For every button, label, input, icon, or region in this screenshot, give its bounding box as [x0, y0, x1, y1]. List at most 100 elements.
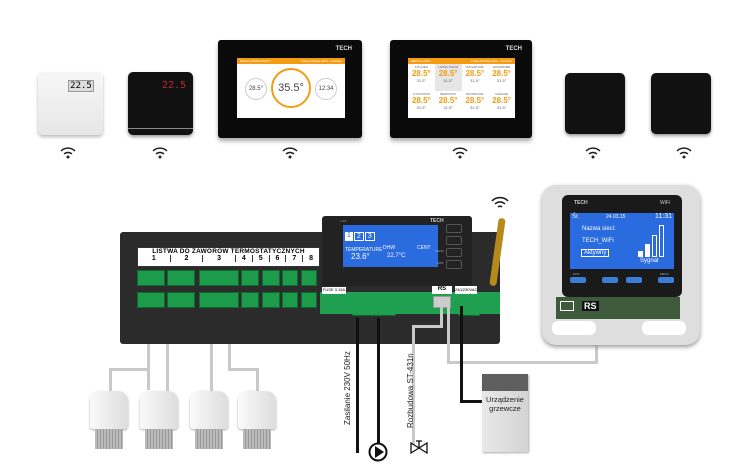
wireless-icon — [585, 146, 601, 165]
exit-button[interactable]: EXIT — [570, 272, 586, 283]
day: Śr. — [572, 214, 580, 220]
logo: TECH — [335, 46, 352, 52]
wifi-module: TECH WiFi Śr. 24.03.15 11:31 Nazwa sieci… — [542, 185, 700, 345]
menu-button[interactable]: MENU — [658, 272, 674, 283]
dhw-value: 22.7°C — [387, 253, 406, 259]
terminal-block[interactable] — [199, 270, 239, 286]
zone-temp: 28.5° — [465, 69, 485, 78]
io-label: 240/230VAC — [455, 286, 478, 294]
zone-temp: 28.5° — [492, 96, 512, 105]
zone-setpoint: 31.5° — [496, 105, 507, 110]
up-button[interactable] — [602, 277, 618, 283]
logo: TECH — [574, 200, 588, 206]
thermostatic-actuator — [90, 391, 128, 449]
zone-name: GYM ROOM — [412, 92, 430, 96]
tab: 1 — [345, 232, 353, 241]
model-label: L-X1 — [340, 219, 347, 223]
rs-label: RS — [582, 301, 599, 311]
terminal-block[interactable] — [262, 292, 280, 308]
network-label: Nazwa sieci: — [582, 226, 616, 232]
thermostatic-actuator — [140, 391, 178, 449]
thermostatic-actuator — [190, 391, 228, 449]
strip-title: LISTWA DO ZAWORÓW TERMOSTATYCZNYCH — [152, 248, 305, 255]
network-name: TECH_WiFi — [582, 238, 614, 244]
terminal-block[interactable] — [282, 270, 298, 286]
black-sensor-1 — [565, 73, 625, 134]
heating-device: Urządzenie grzewcze — [482, 374, 528, 452]
zone-setpoint: 31.5° — [443, 78, 453, 83]
terminal-block[interactable] — [241, 270, 259, 286]
status-badge: Aktywny — [581, 249, 610, 257]
heater-label: Urządzenie grzewcze — [486, 395, 524, 413]
usb-port[interactable] — [560, 301, 574, 311]
thermostat-display: 22.5 — [162, 80, 187, 91]
temp-circle: 28.5° — [245, 78, 267, 100]
terminal-block[interactable] — [137, 270, 165, 286]
zone-name: BATHROOM — [466, 92, 484, 96]
terminal-block[interactable] — [167, 292, 195, 308]
down-button[interactable] — [626, 277, 642, 283]
zone-setpoint: 31.5° — [470, 105, 480, 110]
terminal-block[interactable] — [167, 270, 195, 286]
zone-name: WARDROBE — [492, 65, 511, 69]
date: Friday 08 May 2024 - 13:25pm — [471, 59, 512, 63]
menu-label: MENU — [411, 59, 420, 63]
exit-label: EXIT — [437, 261, 444, 265]
signal-bars-icon — [638, 223, 664, 257]
white-thermostat: 22.5 — [38, 72, 103, 135]
zone-temp: 28.5° — [411, 69, 431, 78]
expansion-label: Rozbudowa ST-431n — [406, 353, 415, 428]
terminal-block[interactable] — [137, 292, 165, 308]
zone-temp: 28.5° — [492, 69, 512, 78]
fuse-label: FUSE 3.15A — [322, 287, 346, 294]
zone-number: 6 — [268, 255, 286, 262]
terminal-block[interactable] — [301, 292, 317, 308]
wireless-icon — [452, 146, 468, 165]
tab: 2 — [353, 232, 364, 241]
wifi-logo: WiFi — [660, 200, 670, 206]
zone-name: BATHROOM — [466, 65, 484, 69]
thermostatic-actuator — [238, 391, 276, 449]
black-sensor-2 — [651, 73, 711, 134]
up-button[interactable] — [446, 224, 462, 233]
controller: TECH L-X1 1 2 3 TEMPERATURE 23.6° DHW 22… — [322, 216, 472, 286]
zone-number: 5 — [251, 255, 269, 262]
zone-name: KITCHEN — [414, 65, 428, 69]
zone-name: GARAGE — [495, 92, 509, 96]
menu-button[interactable]: MENU — [435, 248, 462, 257]
menu-label: MENU — [240, 59, 249, 63]
terminal-block[interactable] — [262, 270, 280, 286]
temp-value: 23.6° — [351, 252, 370, 261]
terminal-block[interactable] — [199, 292, 239, 308]
exit-button[interactable]: EXIT — [437, 260, 462, 269]
terminal-block[interactable] — [282, 292, 298, 308]
cent-label: CENT — [417, 245, 431, 251]
pump-icon — [368, 442, 388, 467]
terminal-block[interactable] — [241, 292, 259, 308]
power-label: Zasilanie 230V 50Hz — [343, 351, 352, 425]
zone-setpoint: 31.5° — [470, 78, 480, 83]
down-button[interactable] — [446, 236, 462, 245]
exit-label: EXIT — [573, 272, 580, 276]
terminal-block[interactable] — [301, 270, 317, 286]
zone-number: 4 — [234, 255, 252, 262]
clock-circle: 12:34 — [315, 78, 337, 100]
rs-label: RS — [432, 286, 452, 294]
wifi-module-display: Śr. 24.03.15 11:31 Nazwa sieci: TECH_WiF… — [570, 213, 674, 269]
zone-number: 3 — [202, 255, 235, 262]
time: 11:31 — [655, 213, 672, 220]
zone-temp: 28.5° — [438, 69, 458, 78]
tab: 3 — [364, 232, 375, 241]
main-temp-circle: 35.5° — [271, 68, 311, 108]
zone-setpoint: 31.5° — [416, 78, 427, 83]
